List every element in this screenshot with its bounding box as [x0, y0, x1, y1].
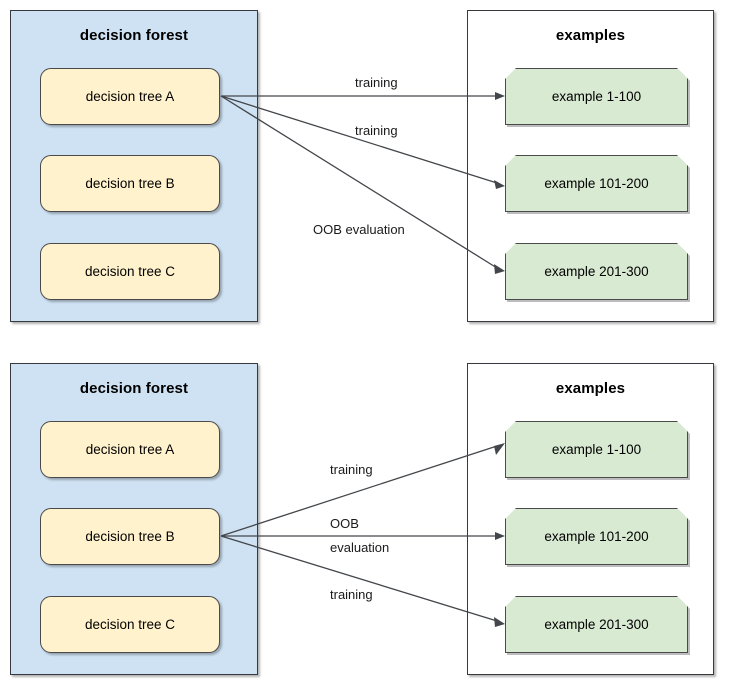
example-node-201-300-bottom[interactable]: example 201-300 — [505, 596, 688, 653]
decision-forest-title-bottom: decision forest — [79, 380, 189, 397]
decision-tree-node-a-top[interactable]: decision tree A — [40, 68, 220, 125]
examples-title-bottom: examples — [555, 380, 626, 397]
diagram-panel-bottom: decision forest examples decision tree A… — [0, 353, 737, 685]
edge-label-training-2-bottom: training — [330, 587, 373, 602]
edge-label-oob-bottom-line1: OOB — [330, 516, 359, 531]
decision-tree-node-b-bottom[interactable]: decision tree B — [40, 508, 220, 565]
diagram-panel-top: decision forest examples decision tree A… — [0, 0, 737, 332]
edge-label-oob-bottom-line2: evaluation — [330, 540, 390, 555]
edge-label-training-1-top: training — [355, 75, 398, 90]
decision-tree-node-c-top[interactable]: decision tree C — [40, 243, 220, 300]
decision-forest-title-top: decision forest — [79, 27, 189, 44]
edge-label-training-2-top: training — [355, 123, 398, 138]
edge-label-training-1-bottom: training — [330, 462, 373, 477]
examples-title-top: examples — [555, 27, 626, 44]
example-node-1-100-bottom[interactable]: example 1-100 — [505, 421, 688, 478]
example-node-101-200-bottom[interactable]: example 101-200 — [505, 508, 688, 565]
decision-tree-node-a-bottom[interactable]: decision tree A — [40, 421, 220, 478]
decision-tree-node-c-bottom[interactable]: decision tree C — [40, 596, 220, 653]
example-node-201-300-top[interactable]: example 201-300 — [505, 243, 688, 300]
decision-tree-node-b-top[interactable]: decision tree B — [40, 155, 220, 212]
edge-tree-a-to-example-2-top — [220, 95, 498, 184]
edge-tree-b-to-example-1-bottom — [220, 445, 498, 537]
example-node-1-100-top[interactable]: example 1-100 — [505, 68, 688, 125]
edge-label-oob-evaluation-top: OOB evaluation — [313, 222, 405, 237]
example-node-101-200-top[interactable]: example 101-200 — [505, 155, 688, 212]
